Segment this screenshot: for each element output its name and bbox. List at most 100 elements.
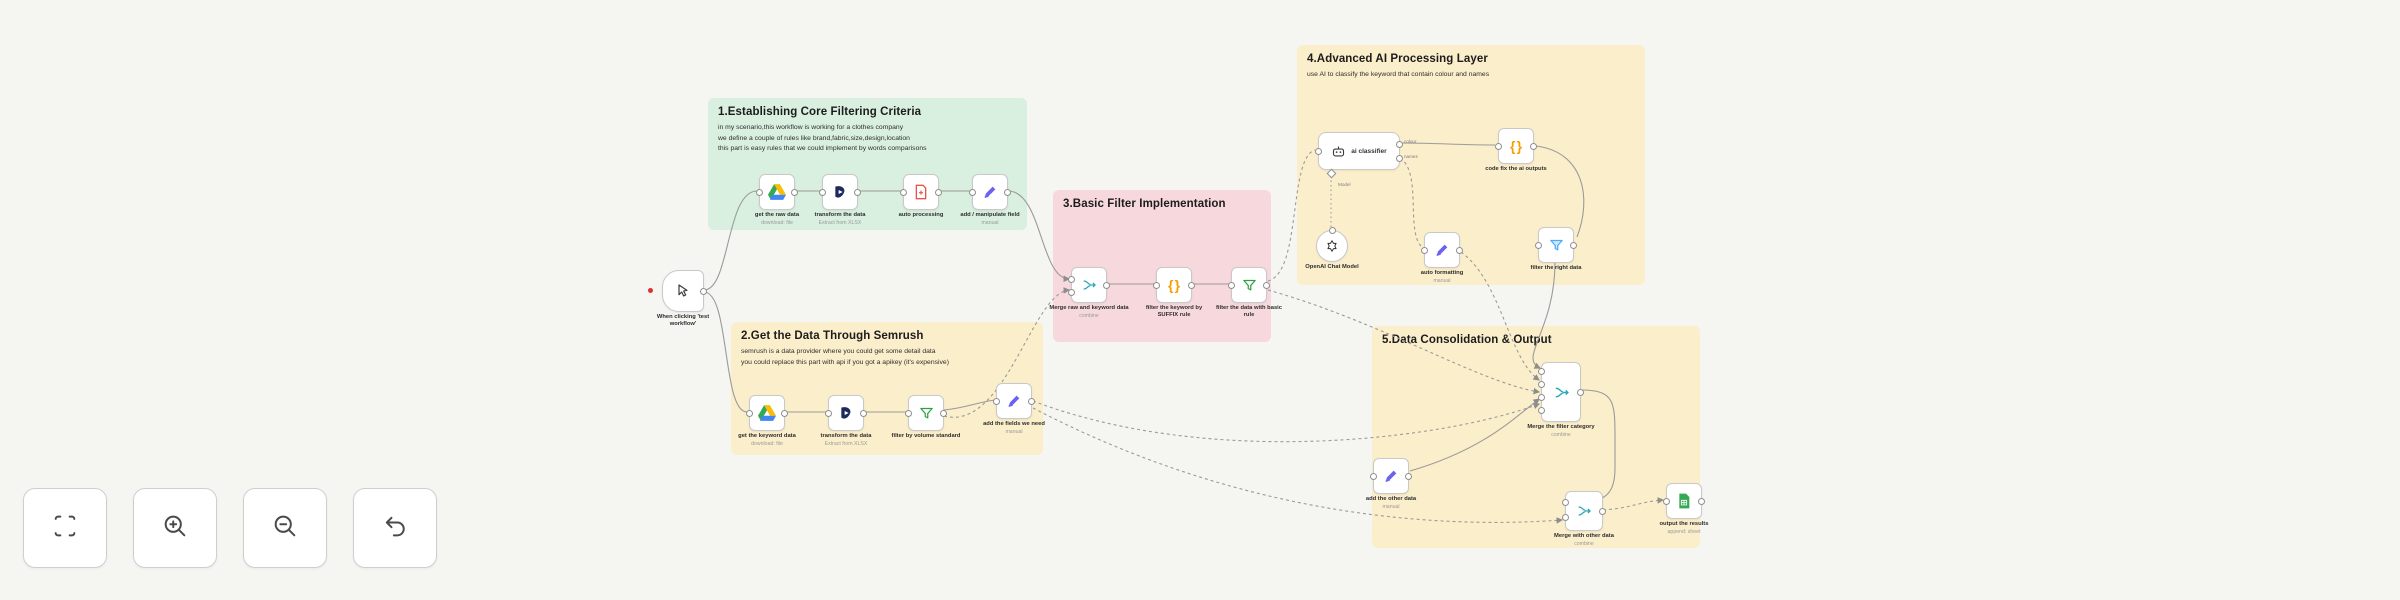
output-port[interactable] (940, 409, 947, 417)
node-auto-processing[interactable]: auto processing (899, 174, 943, 218)
node-get-keyword-data[interactable]: get the keyword data download: file (738, 395, 796, 447)
node-add-fields[interactable]: add the fields we need manual (983, 383, 1045, 435)
pencil-icon (1006, 393, 1022, 409)
extract-file-icon (832, 184, 848, 200)
node-label: filter by volume standard (891, 433, 961, 439)
output-port[interactable] (1188, 281, 1195, 289)
node-label: transform the data (814, 212, 866, 218)
input-port[interactable] (1370, 472, 1377, 480)
output-port[interactable] (860, 409, 867, 417)
output-port[interactable] (1530, 142, 1537, 150)
input-port[interactable] (1068, 288, 1075, 296)
node-label: auto processing (898, 212, 944, 218)
sticky-group-2[interactable]: 2.Get the Data Through Semrush semrush i… (731, 322, 1043, 455)
output-port[interactable] (1698, 497, 1705, 505)
undo-button[interactable] (353, 488, 437, 568)
output-port[interactable] (1599, 507, 1606, 515)
input-port[interactable] (993, 397, 1000, 405)
group-1-desc-line: in my scenario,this workflow is working … (718, 124, 904, 131)
output-port[interactable] (1028, 397, 1035, 405)
output-port[interactable] (1396, 155, 1403, 162)
output-port[interactable] (1263, 281, 1270, 289)
input-port[interactable] (756, 188, 763, 196)
node-auto-formatting[interactable]: auto formatting manual (1421, 232, 1463, 284)
output-port[interactable] (854, 188, 861, 196)
input-port[interactable] (969, 188, 976, 196)
node-label: get the keyword data (738, 433, 796, 439)
input-port[interactable] (1228, 281, 1235, 289)
zoom-in-button[interactable] (133, 488, 217, 568)
input-port[interactable] (746, 409, 753, 417)
input-port[interactable] (1538, 367, 1545, 375)
output-port[interactable] (1103, 281, 1110, 289)
output-port[interactable] (791, 188, 798, 196)
node-transform-data-2[interactable]: transform the data Extract from XLSX (821, 395, 871, 447)
input-port[interactable] (1562, 513, 1569, 521)
input-port[interactable] (1495, 142, 1502, 150)
node-label: filter the keyword by (1145, 305, 1203, 311)
fit-view-button[interactable] (23, 488, 107, 568)
node-transform-data-1[interactable]: transform the data Extract from XLSX (815, 174, 865, 226)
input-port[interactable] (1538, 393, 1545, 401)
group-2-desc-line: semrush is a data provider where you cou… (741, 348, 936, 355)
connector-port[interactable] (1329, 227, 1336, 234)
group-1-desc-line: we define a couple of rules like brand,f… (718, 134, 910, 142)
node-sublabel: combine (1551, 432, 1571, 439)
node-merge-raw-keyword[interactable]: Merge raw and keyword data combine (1049, 267, 1129, 319)
output-port[interactable] (1456, 246, 1463, 254)
node-output-sheets[interactable]: output the results append: sheet (1660, 483, 1708, 535)
input-port[interactable] (900, 188, 907, 196)
input-port[interactable] (1562, 498, 1569, 506)
output-port[interactable] (700, 287, 707, 295)
issue-indicator-dot (648, 288, 653, 293)
input-port[interactable] (1153, 281, 1160, 289)
input-port[interactable] (905, 409, 912, 417)
input-port[interactable] (1535, 241, 1542, 249)
node-label: OpenAI Chat Model (1305, 264, 1359, 270)
node-filter-basic[interactable]: filter the data with basic rule (1216, 267, 1282, 318)
group-1-title: 1.Establishing Core Filtering Criteria (718, 106, 922, 118)
node-label: filter the right data (1530, 265, 1582, 271)
node-ai-classifier[interactable]: ai classifier (1315, 132, 1403, 179)
output-port[interactable] (1004, 188, 1011, 196)
node-sublabel: combine (1079, 313, 1099, 320)
node-edit-fields-1[interactable]: add / manipulate field manual (960, 174, 1020, 226)
node-add-other-data[interactable]: add the other data manual (1366, 458, 1416, 510)
node-filter-volume[interactable]: filter by volume standard (892, 395, 960, 439)
input-port[interactable] (1068, 275, 1075, 283)
code-braces-icon: { } (1509, 138, 1523, 154)
output-port[interactable] (1405, 472, 1412, 480)
node-inner-label: ai classifier (1351, 147, 1387, 155)
input-port[interactable] (1315, 147, 1322, 155)
node-filter-right-data[interactable]: filter the right data (1531, 227, 1581, 271)
node-merge-filter-category[interactable]: Merge the filter category combine (1527, 362, 1595, 438)
sticky-group-3[interactable]: 3.Basic Filter Implementation (1053, 190, 1271, 342)
output-port[interactable] (1577, 388, 1584, 396)
node-code-fix-ai[interactable]: { } code fix the ai outputs (1485, 128, 1547, 172)
node-label: auto formatting (1420, 270, 1464, 276)
output-port[interactable] (1570, 241, 1577, 249)
model-port-label: Model (1338, 182, 1351, 187)
fit-view-icon (51, 512, 79, 545)
input-port[interactable] (1663, 497, 1670, 505)
output-port[interactable] (781, 409, 788, 417)
node-merge-other-data[interactable]: Merge with other data combine (1554, 491, 1614, 547)
output-port[interactable] (1396, 141, 1403, 148)
merge-icon (1081, 277, 1097, 293)
zoom-out-button[interactable] (243, 488, 327, 568)
input-port[interactable] (1538, 406, 1545, 414)
node-code-suffix[interactable]: { } filter the keyword by SUFFIX rule (1146, 267, 1202, 318)
input-port[interactable] (1421, 246, 1428, 254)
input-port[interactable] (825, 409, 832, 417)
group-3-title: 3.Basic Filter Implementation (1063, 198, 1226, 210)
node-manual-trigger[interactable]: When clicking 'test workflow' (657, 270, 709, 327)
zoom-in-icon (161, 512, 189, 545)
output-port[interactable] (935, 188, 942, 196)
node-get-raw-data[interactable]: get the raw data download: file (755, 174, 799, 226)
input-port[interactable] (1538, 380, 1545, 388)
node-openai-chat-model[interactable]: OpenAI Chat Model (1305, 227, 1359, 270)
filter-icon (1242, 278, 1257, 293)
code-braces-icon: { } (1167, 277, 1181, 293)
input-port[interactable] (819, 188, 826, 196)
